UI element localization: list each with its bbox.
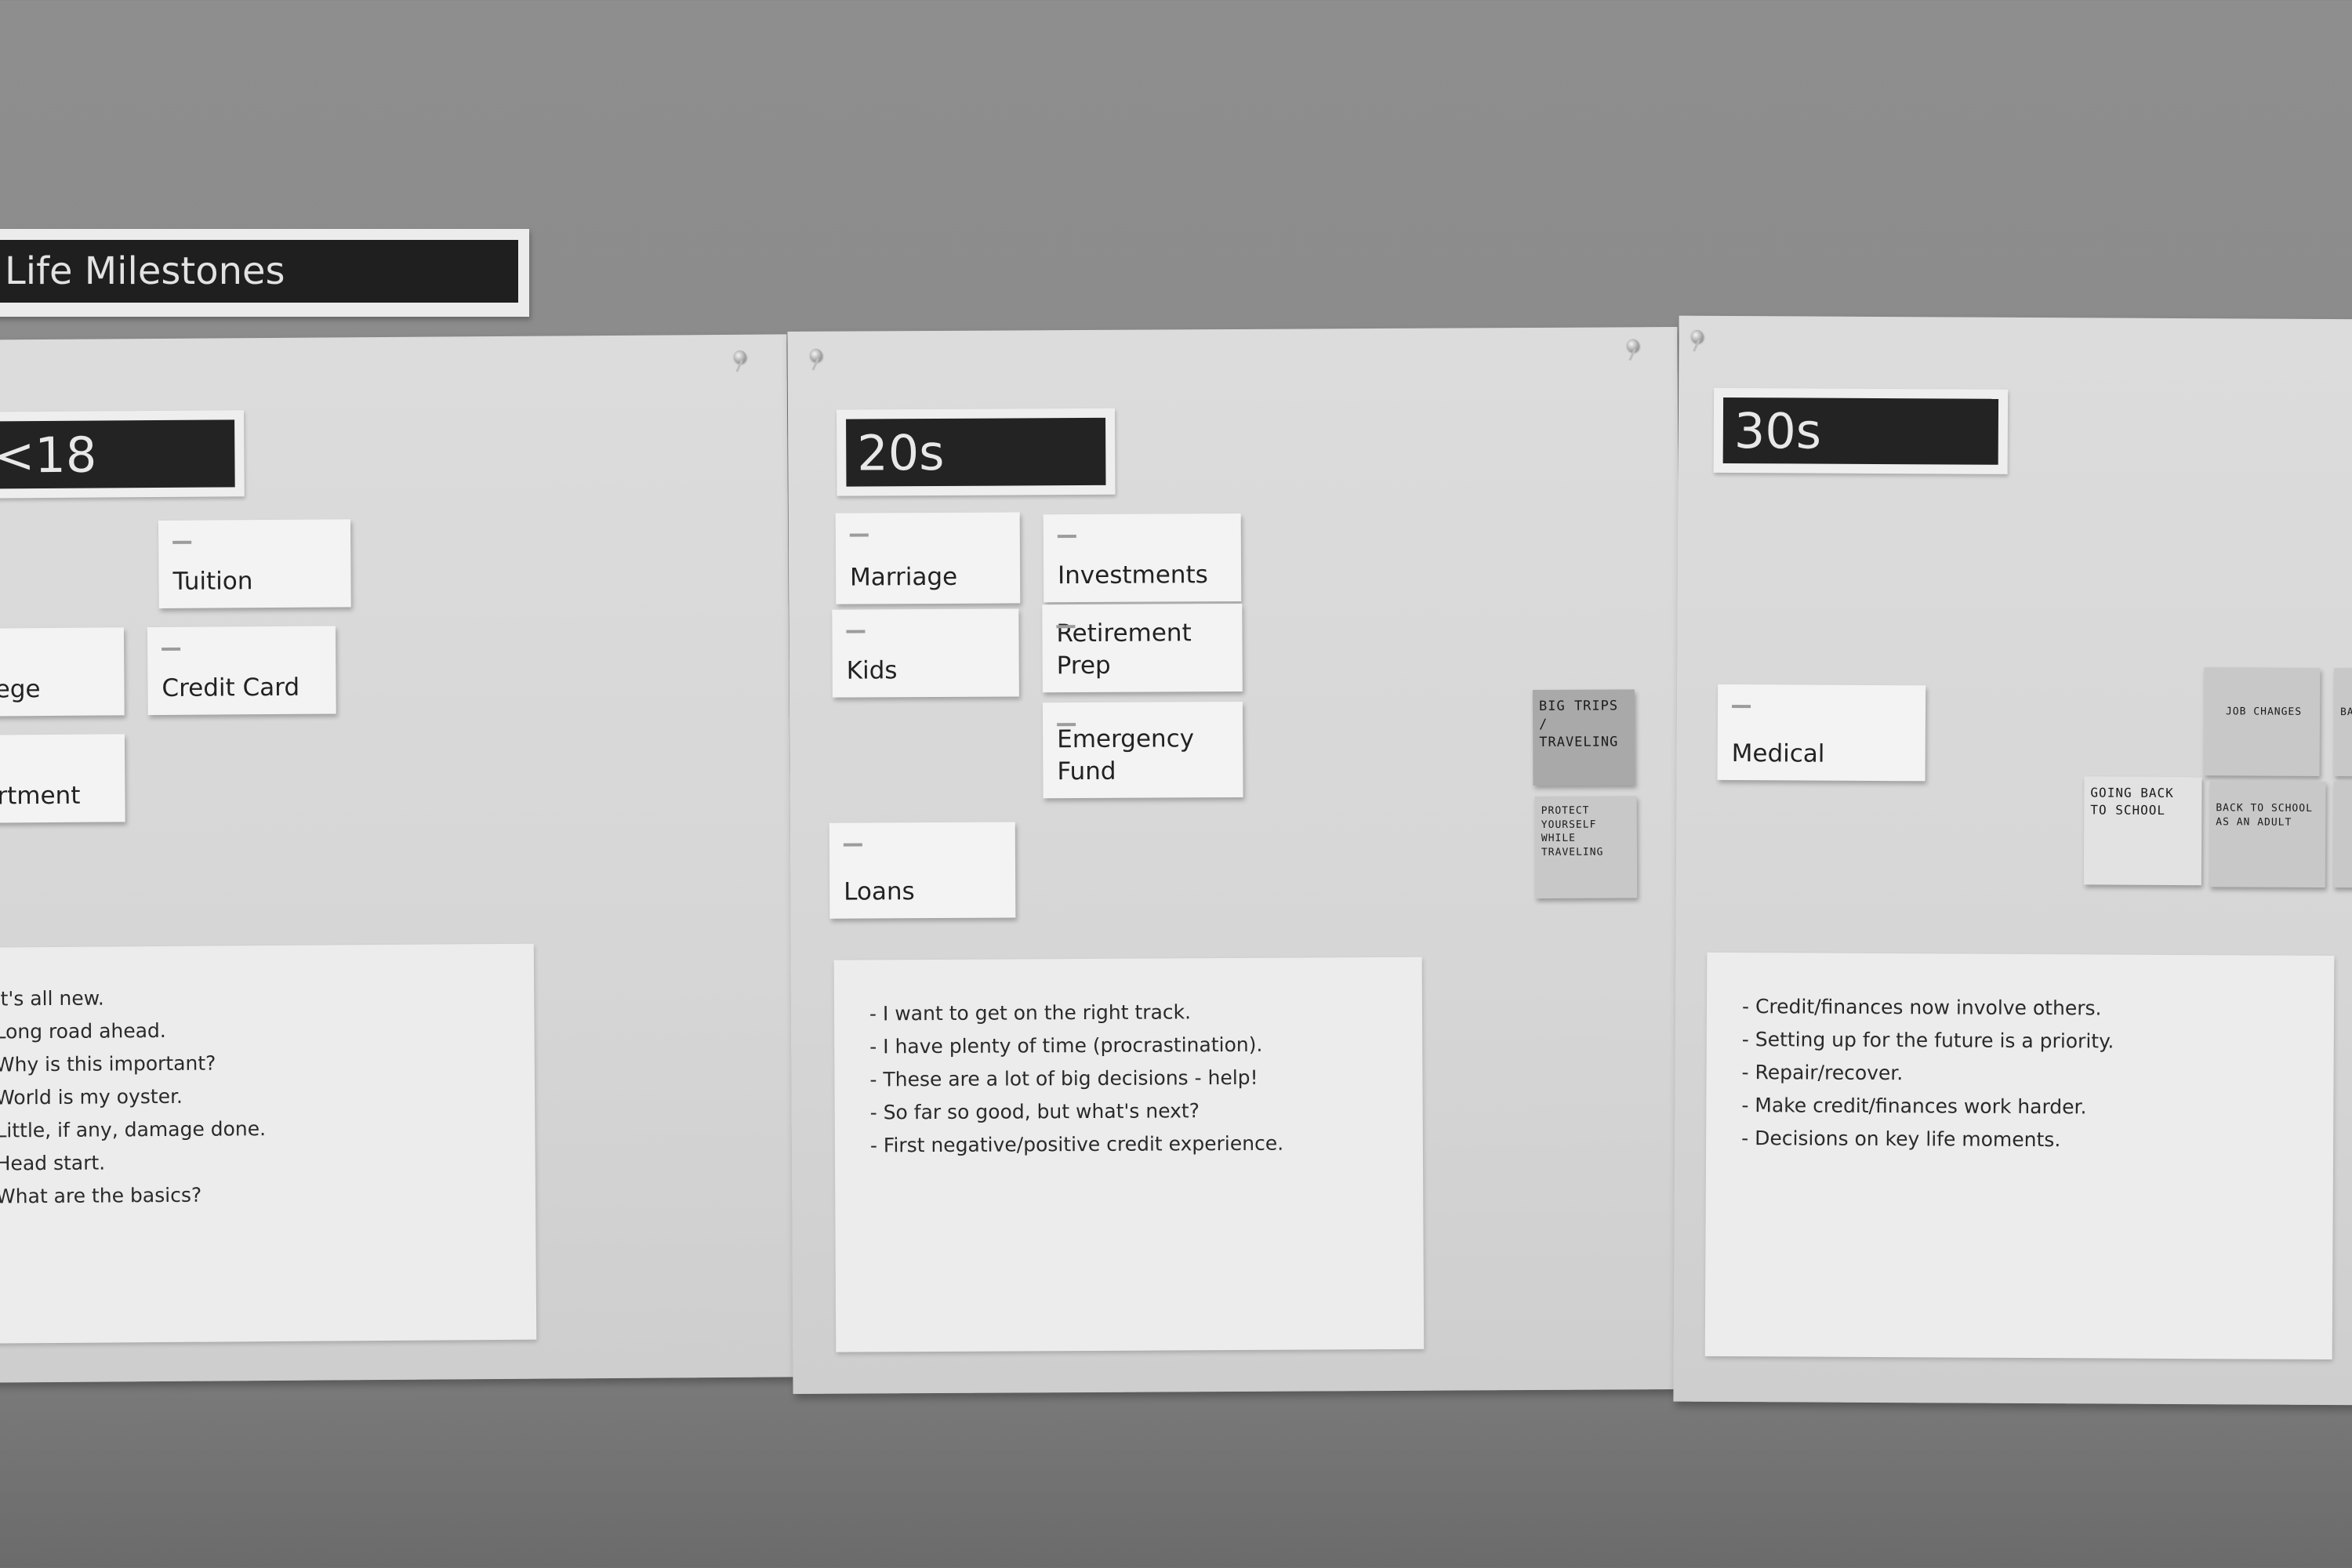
poster-30s: 30s Medical Job Changes Going Back to Sc… <box>1673 315 2352 1406</box>
sticky-text: Ba <box>2339 706 2352 719</box>
card-label: llege <box>0 674 41 704</box>
sticky-note-job-changes: Job Changes <box>2203 667 2321 776</box>
card-investments: Investments <box>1043 513 1242 603</box>
sticky-text: Big Trips / Traveling <box>1538 698 1619 750</box>
note-item: Head start. <box>0 1151 106 1175</box>
card-label: Emergency Fund <box>1057 724 1195 786</box>
card-label: Loans <box>844 877 915 906</box>
sticky-note-big-trips: Big Trips / Traveling <box>1532 689 1635 786</box>
card-label: Kids <box>846 655 898 685</box>
note-item: - Make credit/finances work harder. <box>1741 1094 2087 1119</box>
note-item: - I have plenty of time (procrastination… <box>869 1033 1263 1058</box>
sticky-note-back-to-school-adult: Back to School as an Adult <box>2209 781 2326 887</box>
banner-title: Life Milestones <box>0 240 518 303</box>
card-loans: Loans <box>829 822 1016 919</box>
card-retirement-prep: Retirement Prep <box>1042 603 1243 693</box>
card-apartment: artment <box>0 734 125 823</box>
note-item: Little, if any, damage done. <box>0 1117 267 1142</box>
pushpin-icon <box>1626 339 1639 352</box>
heading-label: 20s <box>846 417 1106 487</box>
note-item: - I want to get on the right track. <box>869 1000 1192 1025</box>
notes-20s: - I want to get on the right track. - I … <box>833 956 1425 1352</box>
notes-under-18: It's all new. Long road ahead. Why is th… <box>0 943 537 1344</box>
card-label: Retirement Prep <box>1056 619 1192 680</box>
note-item: It's all new. <box>0 986 104 1011</box>
note-item: Why is this important? <box>0 1051 216 1076</box>
sticky-text: Job Changes <box>2225 706 2303 718</box>
heading-under-18: <18 <box>0 410 245 499</box>
card-emergency-fund: Emergency Fund <box>1042 701 1243 799</box>
poster-20s: 20s Marriage Investments Kids Retirement… <box>787 327 1683 1394</box>
sticky-text: Going Back to School <box>2090 785 2174 818</box>
note-item: What are the basics? <box>0 1183 202 1208</box>
note-item: - Setting up for the future is a priorit… <box>1741 1028 2114 1053</box>
card-kids: Kids <box>832 608 1019 698</box>
pushpin-icon <box>733 350 746 363</box>
note-item: - These are a lot of big decisions - hel… <box>869 1065 1258 1091</box>
life-milestones-banner: Life Milestones <box>0 229 529 317</box>
note-item: - Credit/finances now involve others. <box>1741 995 2102 1020</box>
note-item: - So far so good, but what's next? <box>869 1099 1200 1124</box>
card-tuition: Tuition <box>158 519 351 609</box>
card-label: Credit Card <box>162 673 300 702</box>
card-college: llege <box>0 627 125 717</box>
card-label: artment <box>0 781 81 811</box>
poster-under-18: <18 Tuition llege Credit Card artment It… <box>0 334 794 1383</box>
pushpin-icon <box>809 348 822 361</box>
wall-shadow <box>0 1380 2352 1568</box>
sticky-note-partial: Ba <box>2333 668 2352 777</box>
heading-20s: 20s <box>836 408 1116 496</box>
card-label: Marriage <box>850 562 958 592</box>
card-marriage: Marriage <box>835 512 1021 604</box>
heading-label: 30s <box>1722 397 1999 465</box>
sticky-note-going-back-to-school: Going Back to School <box>2083 776 2202 886</box>
card-label: Investments <box>1057 560 1208 590</box>
card-label: Tuition <box>172 566 253 596</box>
sticky-text: Protect Yourself While Traveling <box>1541 804 1604 858</box>
note-item: - Decisions on key life moments. <box>1741 1127 2061 1152</box>
card-medical: Medical <box>1717 684 1926 782</box>
sticky-note-protect-yourself: Protect Yourself While Traveling <box>1534 796 1638 898</box>
heading-30s: 30s <box>1713 387 2009 474</box>
pushpin-icon <box>1690 329 1704 343</box>
note-item: - First negative/positive credit experie… <box>869 1131 1284 1157</box>
card-credit-card: Credit Card <box>147 626 336 716</box>
card-label: Medical <box>1731 739 1825 768</box>
sticky-note-partial-2 <box>2332 782 2352 888</box>
heading-label: <18 <box>0 419 235 489</box>
sticky-text: Back to School as an Adult <box>2216 802 2313 829</box>
note-item: - Repair/recover. <box>1741 1061 1904 1085</box>
notes-30s: - Credit/finances now involve others. - … <box>1704 952 2335 1360</box>
note-item: World is my oyster. <box>0 1084 183 1109</box>
note-item: Long road ahead. <box>0 1018 166 1044</box>
